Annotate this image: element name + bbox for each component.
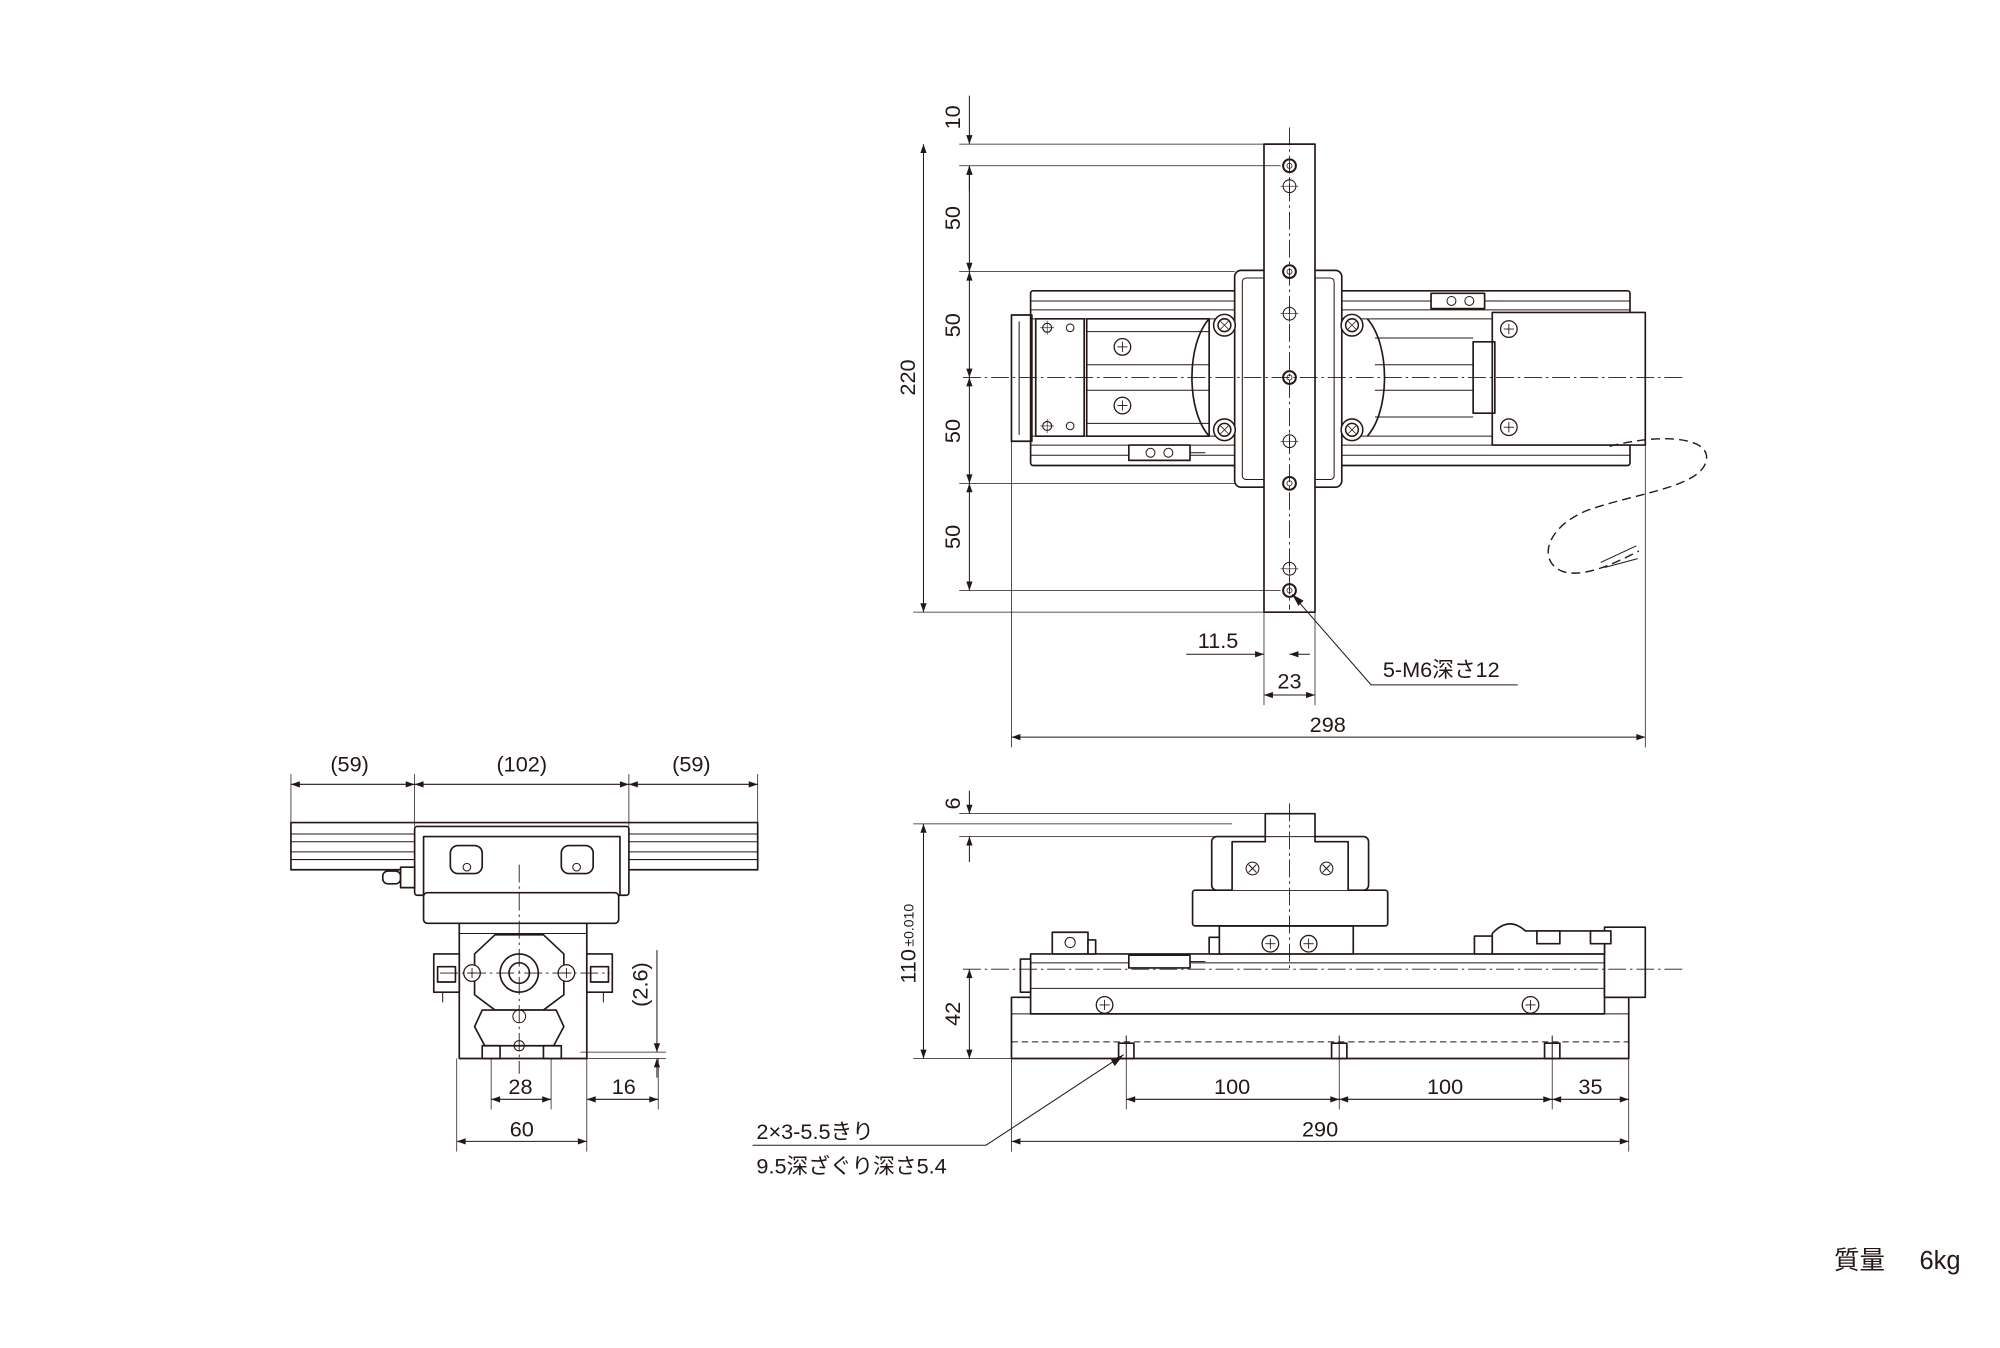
dim-50-4: 50: [940, 525, 965, 549]
dim-42: 42: [940, 1002, 965, 1026]
dim-290: 290: [1302, 1116, 1338, 1141]
front-view: 6 110±0.010 42 100 100 35 290 2×3-5.5きり …: [752, 790, 1684, 1178]
dim-110: 110 ±0.010: [895, 904, 920, 984]
dim-110-value: 110: [895, 949, 920, 984]
mass-note: 質量 6kg: [1834, 1247, 1961, 1275]
dim-28: 28: [508, 1074, 532, 1099]
callout-tap-holes: 5-M6深さ12: [1383, 657, 1500, 682]
dim-11-5: 11.5: [1198, 628, 1239, 653]
top-view: 10 50 50 50 50 220 11.5 23 298 5-M6深さ12: [895, 95, 1708, 748]
top-view-sensor-lower: [1127, 444, 1206, 462]
dim-102: (102): [496, 752, 547, 777]
front-view-carriage: [1191, 812, 1389, 955]
dim-298: 298: [1310, 712, 1346, 737]
front-view-end-cap: [1051, 931, 1097, 955]
top-view-right-actuator: [1338, 289, 1647, 467]
mass-label: 質量: [1834, 1247, 1885, 1275]
top-view-extension-lines: [913, 143, 1646, 748]
side-view-center-block: [381, 825, 630, 925]
dim-50-1: 50: [940, 206, 965, 230]
dim-100-1: 100: [1214, 1074, 1250, 1099]
side-view: (59) (102) (59) (2.6) 28 16 60: [290, 752, 759, 1152]
dim-6: 6: [940, 797, 965, 809]
dim-16: 16: [612, 1074, 636, 1099]
front-view-dimension-lines: [752, 790, 1629, 1146]
front-view-motor-bracket: [1473, 923, 1612, 955]
mass-value: 6kg: [1919, 1247, 1960, 1275]
callout-mount-holes-line2: 9.5深ざぐり深さ5.4: [756, 1153, 946, 1178]
side-view-lower-body: [458, 922, 588, 1060]
dim-59-right: (59): [672, 752, 711, 777]
side-view-sensor-right: [585, 953, 614, 1003]
dim-60: 60: [510, 1116, 534, 1141]
dim-10: 10: [940, 105, 965, 129]
dim-100-2: 100: [1427, 1074, 1463, 1099]
dim-220: 220: [895, 359, 920, 395]
top-view-cable: [1547, 438, 1708, 574]
dim-23: 23: [1277, 669, 1301, 694]
side-view-sensor-left: [432, 953, 461, 1003]
front-view-sensor: [1127, 954, 1206, 969]
dim-35: 35: [1578, 1074, 1602, 1099]
callout-mount-holes-line1: 2×3-5.5きり: [756, 1119, 873, 1144]
dim-50-2: 50: [940, 313, 965, 337]
side-view-dimension-lines: [290, 781, 758, 1145]
top-view-dimension-lines: [920, 95, 1646, 741]
dim-50-3: 50: [940, 419, 965, 443]
top-view-sensor-upper: [1430, 292, 1499, 310]
dim-2-6: (2.6): [627, 962, 652, 1007]
side-view-extension-lines: [290, 774, 759, 1152]
dim-110-tolerance: ±0.010: [900, 904, 916, 947]
top-view-left-actuator: [1010, 289, 1239, 467]
dim-59-left: (59): [330, 752, 369, 777]
